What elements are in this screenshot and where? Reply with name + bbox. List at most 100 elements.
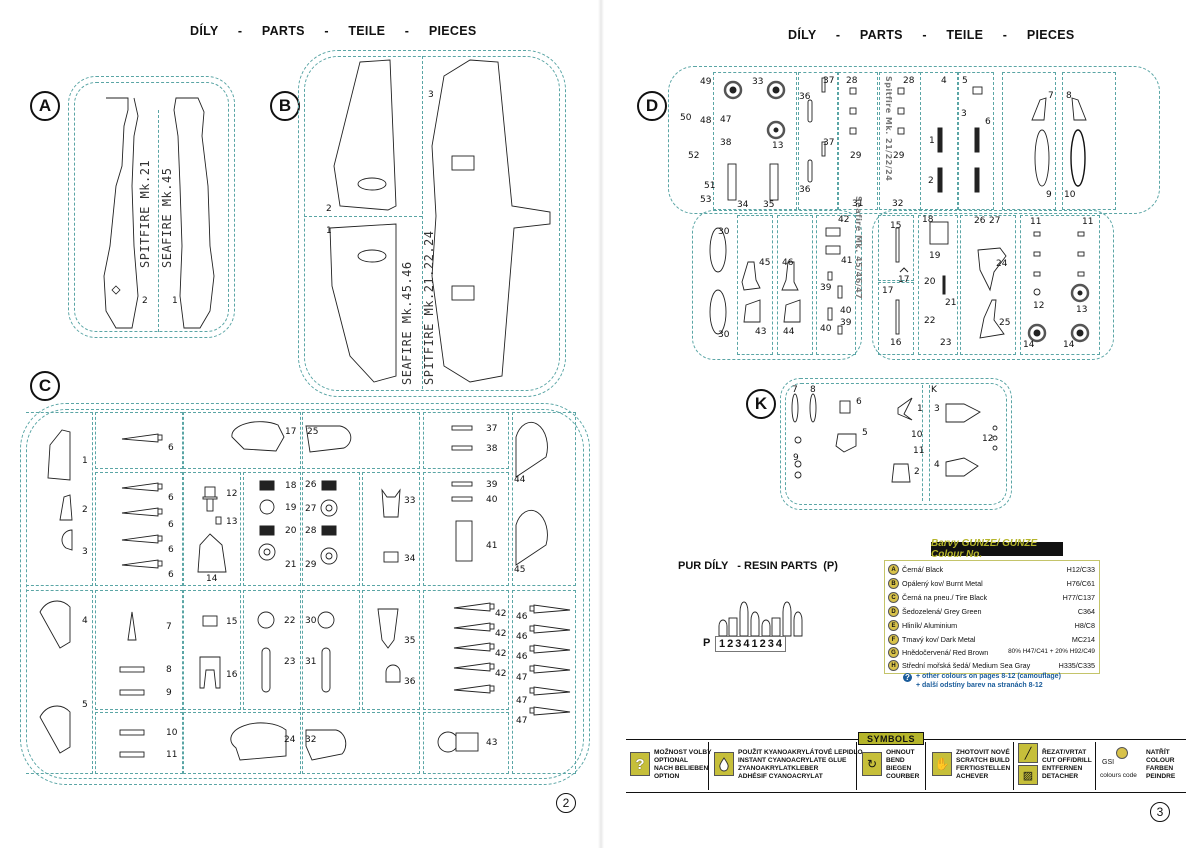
part-number: 6 (856, 397, 862, 407)
part-number: 42 (838, 215, 850, 225)
sprue-c-parts-drawing (39, 421, 571, 761)
cut-icon: ╱ (1018, 743, 1038, 763)
part-number: 28 (305, 526, 317, 536)
colour-table-header: Barvy GUNZE/ GUNZE Colour No. (931, 538, 1063, 560)
divider (1013, 742, 1014, 790)
sprue-d-cell (777, 215, 813, 355)
part-number: 22 (924, 316, 936, 326)
colour-name: Střední mořská šedá/ Medium Sea Gray (902, 661, 1031, 670)
resin-number-strip: 1 2 3 4 1 2 3 4 (715, 636, 786, 652)
part-number: 46 (516, 612, 528, 622)
bend-icon: ↻ (862, 752, 882, 776)
part-number: 34 (737, 200, 749, 210)
divider (1095, 742, 1096, 790)
part-number: 30 (718, 330, 730, 340)
fuselage-right-part (173, 97, 215, 329)
colour-name: Šedozelená/ Grey Green (902, 607, 982, 616)
sprue-d-cell (713, 72, 797, 210)
sprue-a-badge: A (30, 91, 60, 121)
part-number: 7 (166, 622, 172, 632)
part-number: 38 (720, 138, 732, 148)
part-number: K (931, 385, 937, 395)
sprue-c-cell (423, 412, 509, 469)
part-number: 46 (782, 258, 794, 268)
sprue-k-inner-frame (785, 383, 1007, 505)
part-number: 13 (772, 141, 784, 151)
part-number: 53 (700, 195, 712, 205)
symbols-tag: SYMBOLS (858, 732, 924, 745)
sprue-c-cell (26, 590, 93, 774)
part-number: 9 (793, 453, 799, 463)
part-number: 28 (846, 76, 858, 86)
resin-parts-drawing (718, 601, 803, 637)
part-number: 32 (892, 199, 904, 209)
part-number: 34 (404, 554, 416, 564)
part-number: 29 (850, 151, 862, 161)
part-number: 2 (326, 204, 332, 214)
sprue-d-badge: D (637, 91, 667, 121)
sprue-c-cell (512, 412, 576, 586)
part-number: 8 (810, 385, 816, 395)
part-number: 13 (226, 517, 238, 527)
part-number: 24 (284, 735, 296, 745)
sprue-c-cell (302, 712, 420, 774)
part-number: 9 (166, 688, 172, 698)
sprue-c-cell (95, 590, 183, 710)
part-number: 37 (823, 138, 835, 148)
sprue-c-inner-frame (26, 409, 584, 779)
part-number: 7 (1048, 91, 1054, 101)
colour-name: Opálený kov/ Burnt Metal (902, 579, 983, 588)
part-number: 5 (962, 76, 968, 86)
part-number: 17 (285, 427, 297, 437)
colour-note-czech: + další odstíny barev na stranách 8-12 (916, 682, 1043, 689)
sprue-d-cell (737, 215, 773, 355)
part-number: 41 (486, 541, 498, 551)
question-icon: ? (630, 752, 650, 776)
part-number: 40 (840, 306, 852, 316)
part-number: 40 (486, 495, 498, 505)
part-number: 40 (820, 324, 832, 334)
part-number: 19 (285, 503, 297, 513)
wing-upper-left (333, 59, 397, 211)
sprue-c-cell (362, 590, 420, 710)
part-number: 14 (1023, 340, 1035, 350)
colour-name: Černá/ Black (902, 565, 944, 574)
part-number: 24 (996, 259, 1008, 269)
colour-letter-icon: F (888, 634, 899, 645)
colour-name: Hliník/ Aluminium (902, 621, 958, 630)
colour-code: H76/C61 (1066, 579, 1095, 588)
part-number: 31 (852, 199, 864, 209)
part-number: 23 (940, 338, 952, 348)
part-number: 42 (495, 669, 507, 679)
sprue-b-gate-vertical (422, 56, 423, 389)
part-number: 11 (1082, 217, 1094, 227)
sprue-k-gate (922, 385, 930, 501)
part-number: 6 (168, 443, 174, 453)
sprue-b-frame (298, 50, 566, 397)
sprue-d-lower-right-frame (872, 210, 1114, 360)
part-number: 13 (1076, 305, 1088, 315)
part-number: 45 (514, 565, 526, 575)
colour-letter-icon: D (888, 606, 899, 617)
colour-letter-icon: G (888, 647, 899, 658)
resin-number: 4 (743, 638, 750, 650)
colour-letter-icon: E (888, 620, 899, 631)
part-number: 42 (495, 609, 507, 619)
part-number: 3 (428, 90, 434, 100)
part-number: 11 (913, 446, 925, 456)
part-number: 33 (404, 496, 416, 506)
part-number: 2 (82, 505, 88, 515)
part-number: 10 (1064, 190, 1076, 200)
sprue-c-cell (362, 472, 420, 586)
colour-code-icon (1116, 747, 1128, 759)
